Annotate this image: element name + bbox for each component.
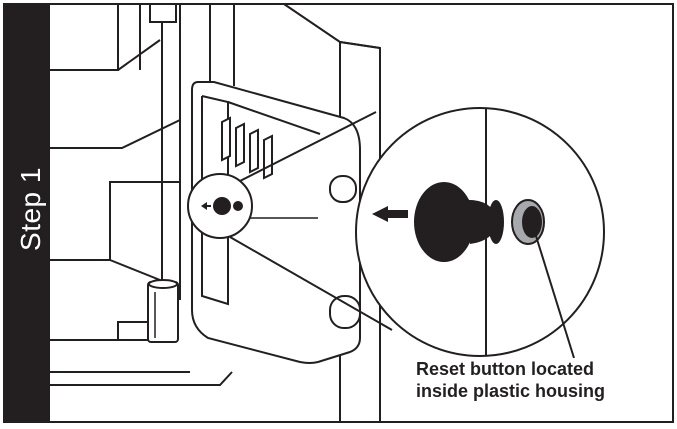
callout-line-2: inside plastic housing [416, 381, 606, 401]
reset-button-callout: Reset button located inside plastic hous… [416, 358, 656, 402]
arrow-left-icon [372, 206, 388, 222]
zoom-detail-circle [355, 107, 605, 359]
step-label: Step 1 [15, 167, 46, 251]
hinge-rod [147, 3, 179, 343]
safe-interior [50, 3, 341, 386]
step-band: Step 1 [4, 4, 50, 422]
callout-line-1: Reset button located [416, 359, 595, 379]
zoom-leader-lines [229, 111, 393, 331]
detail-target-circle [187, 173, 253, 239]
